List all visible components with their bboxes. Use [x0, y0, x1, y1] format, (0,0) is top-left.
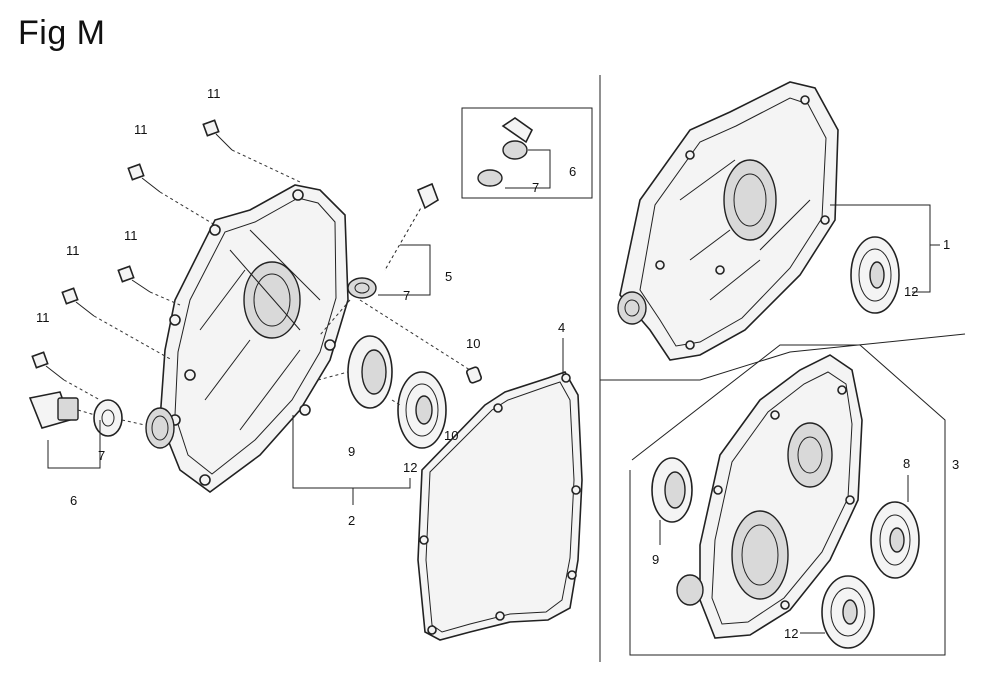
callout-label: 1	[943, 237, 950, 252]
crankcase-gasket	[417, 371, 583, 641]
leader-line	[391, 399, 401, 406]
callout-label: 6	[569, 164, 576, 179]
callout-frame	[629, 344, 946, 656]
o-ring	[347, 277, 377, 299]
callout-label: 11	[66, 243, 80, 258]
callout-label: 11	[36, 310, 50, 325]
oil-filler-cap	[383, 182, 439, 271]
callout-label: 2	[348, 513, 355, 528]
leader-line	[77, 409, 96, 416]
callout-label: 7	[532, 180, 539, 195]
callout-bracket	[378, 244, 431, 296]
oil-seal	[651, 457, 693, 523]
leader-line	[121, 419, 146, 426]
leader-line	[63, 379, 101, 401]
callout-label: 4	[558, 320, 565, 335]
callout-bracket	[292, 415, 411, 489]
callout-label: 11	[134, 122, 148, 137]
leader-line	[319, 299, 351, 336]
callout-label: 7	[403, 288, 410, 303]
flange-bolt	[31, 351, 65, 381]
oil-seal	[347, 335, 393, 409]
callout-bracket	[47, 420, 101, 469]
callout-label: 3	[952, 457, 959, 472]
callout-label: 5	[445, 269, 452, 284]
callout-label: 12	[784, 626, 798, 641]
flange-bolt	[202, 119, 233, 151]
flange-bolt	[61, 287, 95, 317]
callout-label: 10	[444, 428, 458, 443]
crankcase-cover	[145, 184, 349, 493]
callout-label: 11	[124, 228, 138, 243]
dowel-pin	[466, 366, 482, 384]
callout-label: 7	[98, 448, 105, 463]
radial-ball-bearing	[850, 236, 900, 314]
radial-ball-bearing	[397, 371, 447, 449]
flange-bolt	[127, 163, 161, 193]
drain-plug	[28, 391, 79, 429]
crankcase-cover-assembly	[617, 81, 839, 361]
radial-ball-bearing	[821, 575, 875, 649]
leader-line	[159, 191, 221, 229]
callout-label: 6	[70, 493, 77, 508]
leader-line	[359, 299, 471, 371]
callout-label: 11	[207, 86, 221, 101]
callout-label: 10	[466, 336, 480, 351]
leader-line	[93, 315, 173, 361]
flange-bolt	[117, 265, 151, 293]
figure-title: Fig M	[18, 14, 106, 52]
leader-line	[317, 371, 349, 381]
section-divider-top	[600, 333, 966, 381]
callout-label: 8	[903, 456, 910, 471]
oil-filler-cap-variant	[477, 117, 534, 187]
crankcase-cover-assembly	[676, 354, 863, 639]
callout-label: 9	[652, 552, 659, 567]
callout-bracket	[830, 204, 931, 293]
leader-line	[231, 149, 301, 183]
callout-label: 9	[348, 444, 355, 459]
sealing-washer	[93, 399, 123, 437]
callout-bracket	[505, 149, 551, 189]
radial-ball-bearing	[870, 501, 920, 579]
callout-label: 12	[904, 284, 918, 299]
callout-label: 12	[403, 460, 417, 475]
inset-box-filler-variant	[461, 107, 593, 199]
